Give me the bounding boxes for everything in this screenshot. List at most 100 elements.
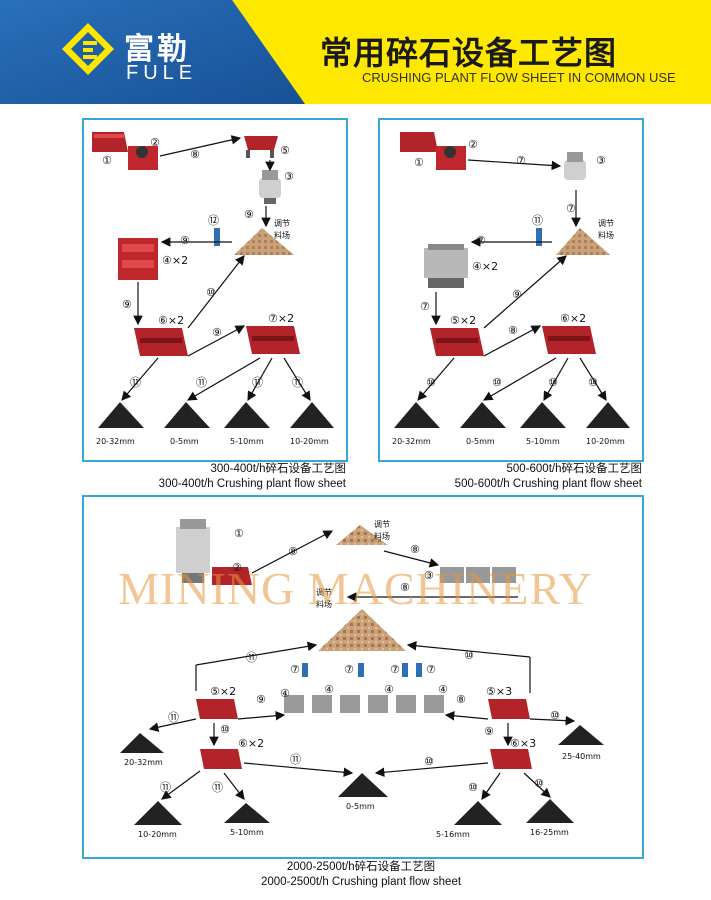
cone-crusher-icon [284, 695, 444, 713]
vibrating-feeder-icon [212, 567, 252, 585]
caption-300-400: 300-400t/h碎石设备工艺图 300-400t/h Crushing pl… [82, 462, 346, 492]
caption-cn: 300-400t/h碎石设备工艺图 [210, 463, 347, 475]
marker: ⑪ [292, 376, 303, 389]
stockpile-label: 料场 [598, 230, 614, 240]
product-pile-icon [134, 801, 182, 825]
belt-feeder-icon [536, 228, 542, 246]
marker: ⑤×2 [210, 685, 236, 698]
marker: ⑦ [290, 663, 300, 676]
marker: ⑥×3 [510, 737, 536, 750]
marker: ⑩ [424, 755, 434, 768]
marker: ③ [284, 170, 294, 183]
marker: ⑧ [410, 543, 420, 556]
screen-icon [490, 749, 532, 769]
flow-diagram-2000-2500: ① ② ⑧ ⑧ ③ ⑧ ⑪ ⑩ ⑦ ⑦ ⑦ ⑦ ④ ④ ④ ④ ⑤×2 ⑤×3 … [120, 519, 604, 839]
jaw-crusher-icon [436, 146, 466, 170]
stockpile-label: 调节 [374, 520, 390, 529]
marker: ⑪ [532, 214, 543, 227]
product-pile-icon [224, 803, 270, 823]
marker: ⑨ [484, 725, 494, 738]
stockpile-label: 调节 [316, 588, 332, 597]
screen-icon [196, 699, 238, 719]
marker: ⑤ [280, 144, 290, 157]
flow-panel-500-600: ① ② ⑦ ③ ⑦ ⑦ ⑪ ④×2 ⑦ ⑨ ⑤×2 ⑧ ⑥×2 ⑩ ⑩ ⑩ ⑩ … [378, 118, 644, 462]
gyratory-crusher-icon [176, 519, 210, 583]
marker: ⑩ [426, 376, 436, 389]
marker: ⑦ [420, 300, 430, 313]
cone-crusher-icon [564, 152, 586, 180]
flow-diagram-300-400: ① ② ⑧ ⑤ ③ ⑨ ⑫ ⑨ ④×2 ⑩ ⑨ ⑥×2 ⑦×2 ⑨ ⑪ ⑪ ⑪ … [92, 132, 334, 446]
flow-panel-2000-2500: ① ② ⑧ ⑧ ③ ⑧ ⑪ ⑩ ⑦ ⑦ ⑦ ⑦ ④ ④ ④ ④ ⑤×2 ⑤×3 … [82, 495, 644, 859]
screen-icon [542, 326, 596, 354]
header-background [0, 0, 711, 104]
marker: ⑩ [550, 709, 560, 722]
marker: ⑪ [290, 753, 301, 766]
marker: ⑨ [180, 234, 190, 247]
marker: ④×2 [472, 260, 498, 273]
stockpile-label: 调节 [598, 219, 614, 228]
marker: ⑨ [244, 208, 254, 221]
marker: ⑧ [508, 324, 518, 337]
marker: ⑫ [208, 214, 219, 227]
marker: ⑦ [426, 663, 436, 676]
impact-crusher-icon [118, 238, 158, 280]
pile-label: 20-32mm [124, 758, 163, 767]
marker: ⑩ [492, 376, 502, 389]
marker: ⑤×3 [486, 685, 512, 698]
marker: ⑦ [390, 663, 400, 676]
product-pile-icon [394, 402, 440, 428]
caption-2000-2500: 2000-2500t/h碎石设备工艺图 2000-2500t/h Crushin… [82, 860, 640, 890]
marker: ⑩ [464, 649, 474, 662]
caption-en: 300-400t/h Crushing plant flow sheet [158, 478, 346, 490]
caption-cn: 500-600t/h碎石设备工艺图 [506, 463, 643, 475]
screen-icon [134, 328, 188, 356]
marker: ⑩ [206, 286, 216, 299]
marker: ③ [596, 154, 606, 167]
marker: ⑨ [512, 288, 522, 301]
product-pile-icon [338, 773, 388, 797]
pile-label: 0-5mm [346, 802, 375, 811]
marker: ⑪ [246, 651, 257, 664]
fule-logo-icon [62, 23, 114, 75]
product-pile-icon [520, 402, 566, 428]
caption-en: 2000-2500t/h Crushing plant flow sheet [260, 876, 462, 888]
marker: ① [234, 527, 244, 540]
cone-crusher-icon [424, 244, 468, 288]
pile-label: 10-20mm [586, 437, 625, 446]
pile-label: 20-32mm [96, 437, 135, 446]
pile-label: 10-20mm [290, 437, 329, 446]
marker: ⑤×2 [450, 314, 476, 327]
brand-name-cn: 富勒 [124, 32, 190, 67]
stockpile-label: 料场 [274, 230, 290, 240]
marker: ④ [280, 687, 290, 700]
marker: ⑨ [122, 298, 132, 311]
jaw-crusher-icon [128, 146, 158, 170]
screen-icon [430, 328, 484, 356]
product-pile-icon [460, 402, 506, 428]
screen-icon [200, 749, 242, 769]
product-pile-icon [120, 733, 164, 753]
stockpile-icon [234, 228, 294, 255]
stockpile-icon [336, 525, 388, 545]
pile-label: 5-10mm [526, 437, 560, 446]
stockpile-icon [556, 228, 610, 255]
vibrating-feeder-icon [400, 132, 438, 152]
marker: ⑩ [588, 376, 598, 389]
marker: ⑧ [190, 148, 200, 161]
pile-label: 0-5mm [170, 437, 199, 446]
marker: ② [232, 561, 242, 574]
page-title-cn: 常用碎石设备工艺图 [320, 34, 618, 72]
marker: ⑩ [220, 723, 230, 736]
marker: ④ [324, 683, 334, 696]
marker: ④ [384, 683, 394, 696]
vibrating-feeder-icon [92, 132, 128, 152]
marker: ⑨ [256, 693, 266, 706]
brand-name-en: FULE [126, 62, 198, 84]
marker: ⑪ [160, 781, 171, 794]
pile-label: 5-10mm [230, 437, 264, 446]
pile-label: 5-16mm [436, 830, 470, 839]
caption-500-600: 500-600t/h碎石设备工艺图 500-600t/h Crushing pl… [378, 462, 642, 492]
screen-icon [488, 699, 530, 719]
stockpile-label: 调节 [274, 219, 290, 228]
flow-diagram-500-600: ① ② ⑦ ③ ⑦ ⑦ ⑪ ④×2 ⑦ ⑨ ⑤×2 ⑧ ⑥×2 ⑩ ⑩ ⑩ ⑩ … [392, 132, 630, 446]
